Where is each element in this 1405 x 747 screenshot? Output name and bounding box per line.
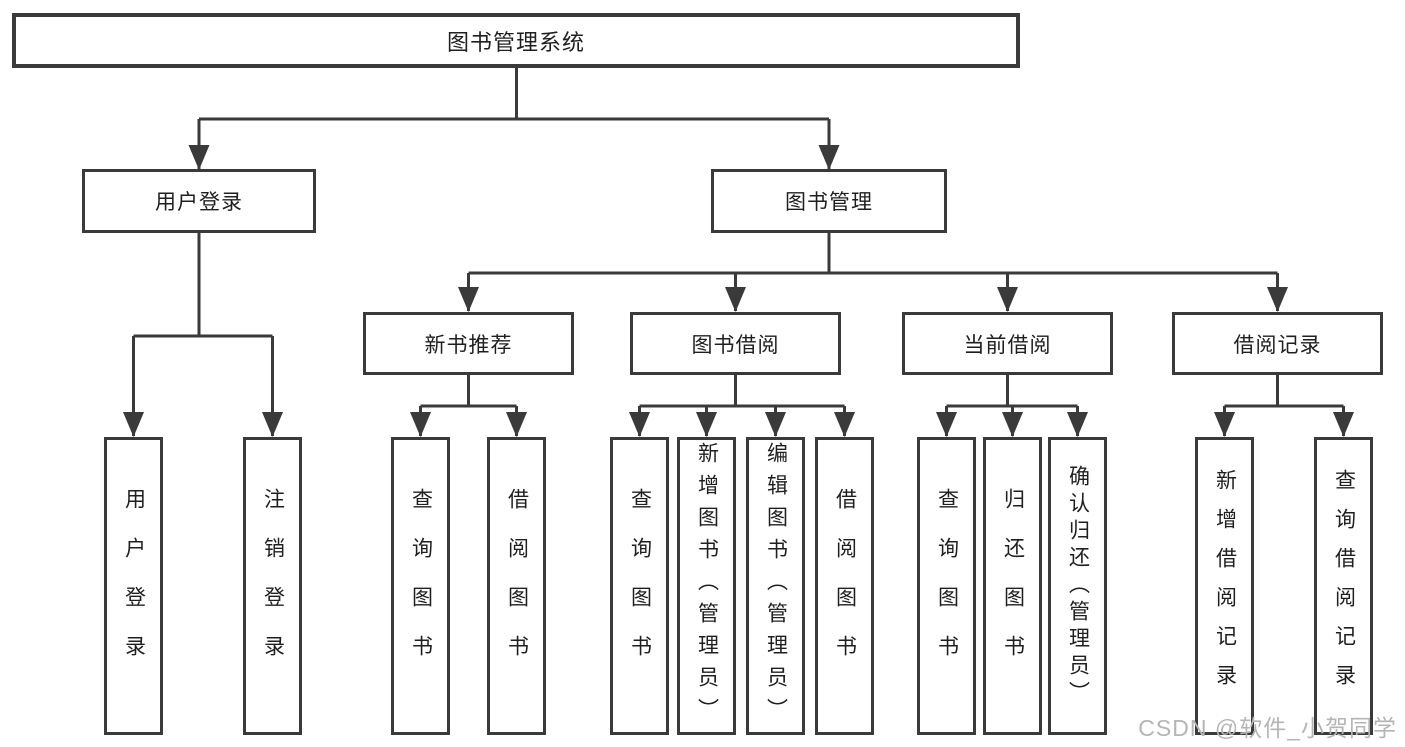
leaf-add-borrow-record: 新增借阅记录 — [1195, 437, 1254, 735]
leaf-add-books-admin: 新增图书（管理员） — [677, 437, 736, 735]
leaf-label: 查询图书 — [628, 488, 652, 684]
leaf-edit-books-admin: 编辑图书（管理员） — [746, 437, 805, 735]
leaf-borrow-books: 借阅图书 — [815, 437, 874, 735]
leaf-label: 借阅图书 — [833, 488, 857, 684]
leaf-label: 注销登录 — [261, 488, 285, 684]
leaf-borrow-books-recommend: 借阅图书 — [487, 437, 546, 735]
node-label: 用户登录 — [155, 191, 243, 214]
leaf-label: 查询图书 — [409, 488, 433, 684]
node-label: 图书管理 — [785, 191, 873, 214]
node-book-management: 图书管理 — [711, 169, 947, 233]
node-label: 借阅记录 — [1233, 333, 1322, 357]
leaf-label: 查询借阅记录 — [1332, 469, 1356, 703]
leaf-query-borrow-record: 查询借阅记录 — [1314, 437, 1373, 735]
leaf-label: 借阅图书 — [505, 488, 529, 684]
node-new-book-recommend: 新书推荐 — [363, 312, 574, 375]
leaf-label: 新增借阅记录 — [1213, 469, 1237, 703]
leaf-label: 查询图书 — [935, 488, 959, 684]
node-label: 当前借阅 — [963, 333, 1052, 357]
leaf-user-login: 用户登录 — [104, 437, 163, 735]
node-label: 新书推荐 — [424, 333, 513, 357]
node-book-borrow: 图书借阅 — [630, 312, 841, 375]
node-borrow-records: 借阅记录 — [1172, 312, 1383, 375]
leaf-label: 新增图书（管理员） — [695, 442, 719, 730]
leaf-query-books-current: 查询图书 — [917, 437, 976, 735]
node-user-login: 用户登录 — [82, 169, 316, 233]
leaf-label: 编辑图书（管理员） — [764, 442, 788, 730]
leaf-label: 归还图书 — [1001, 488, 1025, 684]
leaf-label: 用户登录 — [122, 488, 146, 684]
leaf-label: 确认归还（管理员） — [1066, 464, 1090, 708]
node-label: 图书管理系统 — [446, 29, 585, 55]
csdn-watermark: CSDN @软件_小贺同学 — [1138, 715, 1397, 741]
leaf-query-books-recommend: 查询图书 — [391, 437, 450, 735]
node-label: 图书借阅 — [691, 333, 780, 357]
node-library-management-system: 图书管理系统 — [12, 13, 1020, 68]
node-current-borrow: 当前借阅 — [902, 312, 1113, 375]
leaf-logout: 注销登录 — [243, 437, 302, 735]
leaf-return-books: 归还图书 — [983, 437, 1042, 735]
leaf-query-books-borrow: 查询图书 — [610, 437, 669, 735]
leaf-confirm-return-admin: 确认归还（管理员） — [1048, 437, 1107, 735]
